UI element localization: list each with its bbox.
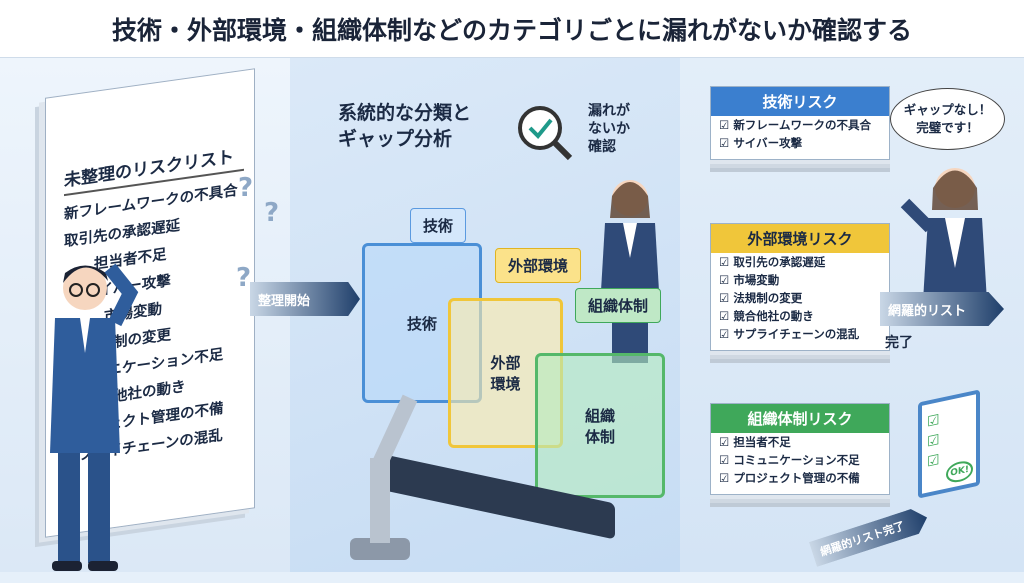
item-text: 市場変動 [733, 273, 780, 287]
label-line: 漏れが [588, 103, 630, 119]
card-item: ☑担当者不足 [711, 433, 889, 451]
bin-label: 体制 [584, 427, 615, 446]
bin-label: 外部 [490, 354, 521, 372]
question-mark-icon: ? [238, 173, 254, 203]
question-mark-icon: ? [264, 198, 280, 228]
checkbox-icon: ☑ [719, 291, 730, 305]
card-item: ☑取引先の承認遅延 [711, 253, 889, 271]
checkbox-icon: ☑ [719, 435, 730, 449]
card-item: ☑新フレームワークの不具合 [711, 116, 889, 134]
org-bin: 組織体制 [535, 353, 665, 498]
item-text: コミュニケーション不足 [733, 453, 860, 467]
section-heading: 系統的な分類と ギャップ分析 [338, 100, 471, 152]
gap-check-label: 漏れが ないか 確認 [588, 102, 630, 156]
start-sorting-arrow: 整理開始 [250, 282, 360, 316]
classification-panel: 系統的な分類と ギャップ分析 漏れが ないか 確認 技術 技術 外部環境 外部環… [290, 58, 680, 572]
card-item: ☑市場変動 [711, 271, 889, 289]
unsorted-panel: 未整理のリスクリスト 新フレームワークの不具合 取引先の承認遅延 担当者不足 サ… [0, 58, 360, 572]
bubble-line: 完璧です！ [916, 120, 979, 135]
heading-line: 系統的な分類と [338, 102, 472, 124]
item-text: 担当者不足 [733, 435, 791, 449]
done-label: 完了 [885, 335, 913, 351]
bin-label: 環境 [490, 375, 521, 393]
card-item: ☑競合他社の動き [711, 307, 889, 325]
checkbox-icon: ☑ [719, 471, 730, 485]
item-text: 競合他社の動き [733, 309, 814, 323]
checkbox-icon: ☑ [719, 118, 730, 132]
checkbox-icon: ☑ [719, 327, 730, 341]
question-mark-icon: ? [236, 263, 252, 293]
checkbox-icon: ☑ [719, 136, 730, 150]
robot-arm-illustration [350, 394, 418, 560]
item-text: 取引先の承認遅延 [733, 255, 826, 269]
card-title: 技術リスク [711, 87, 889, 116]
org-risk-card: 組織体制リスク ☑担当者不足 ☑コミュニケーション不足 ☑プロジェクト管理の不備 [710, 403, 890, 495]
complete-list-arrow: 網羅的リスト [880, 292, 1004, 326]
item-text: 新フレームワークの不具合 [733, 118, 871, 132]
external-risk-card: 外部環境リスク ☑取引先の承認遅延 ☑市場変動 ☑法規制の変更 ☑競合他社の動き… [710, 223, 890, 351]
item-text: プロジェクト管理の不備 [733, 471, 860, 485]
card-item: ☑サイバー攻撃 [711, 134, 889, 159]
analyst-woman-illustration [600, 180, 660, 363]
checkbox-icon: ☑ [719, 273, 730, 287]
item-text: サイバー攻撃 [733, 136, 803, 150]
bin-label: 技術 [406, 314, 437, 333]
card-item: ☑コミュニケーション不足 [711, 451, 889, 469]
organized-panel: 技術リスク ☑新フレームワークの不具合 ☑サイバー攻撃 外部環境リスク ☑取引先… [680, 58, 1024, 572]
bin-label: 組織 [584, 406, 615, 425]
checkbox-icon: ☑ [719, 453, 730, 467]
card-item: ☑法規制の変更 [711, 289, 889, 307]
tech-tag: 技術 [410, 208, 467, 243]
confused-man-illustration [50, 263, 139, 571]
card-title: 組織体制リスク [711, 404, 889, 433]
item-text: 法規制の変更 [733, 291, 803, 305]
speech-bubble: ギャップなし！ 完璧です！ [890, 88, 1005, 150]
bubble-line: ギャップなし！ [903, 102, 992, 117]
external-tag: 外部環境 [495, 248, 582, 283]
complete-list-arrow-bottom: 網羅的リスト完了 [809, 505, 931, 567]
heading-line: ギャップ分析 [338, 128, 453, 150]
label-line: ないか [588, 121, 630, 137]
card-item: ☑サプライチェーンの混乱 [711, 325, 889, 350]
org-tag: 組織体制 [575, 288, 662, 323]
checkbox-icon: ☑ [719, 255, 730, 269]
card-item: ☑プロジェクト管理の不備 [711, 469, 889, 494]
checkbox-icon: ☑ [719, 309, 730, 323]
tech-risk-card: 技術リスク ☑新フレームワークの不具合 ☑サイバー攻撃 [710, 86, 890, 160]
card-title: 外部環境リスク [711, 224, 889, 253]
page-title: 技術・外部環境・組織体制などのカテゴリごとに漏れがないか確認する [0, 0, 1024, 58]
magnifier-check-icon [518, 106, 573, 161]
item-text: サプライチェーンの混乱 [733, 327, 860, 341]
label-line: 確認 [588, 139, 616, 155]
clipboard-checklist-icon: ☑☑☑ OK! [918, 389, 980, 499]
